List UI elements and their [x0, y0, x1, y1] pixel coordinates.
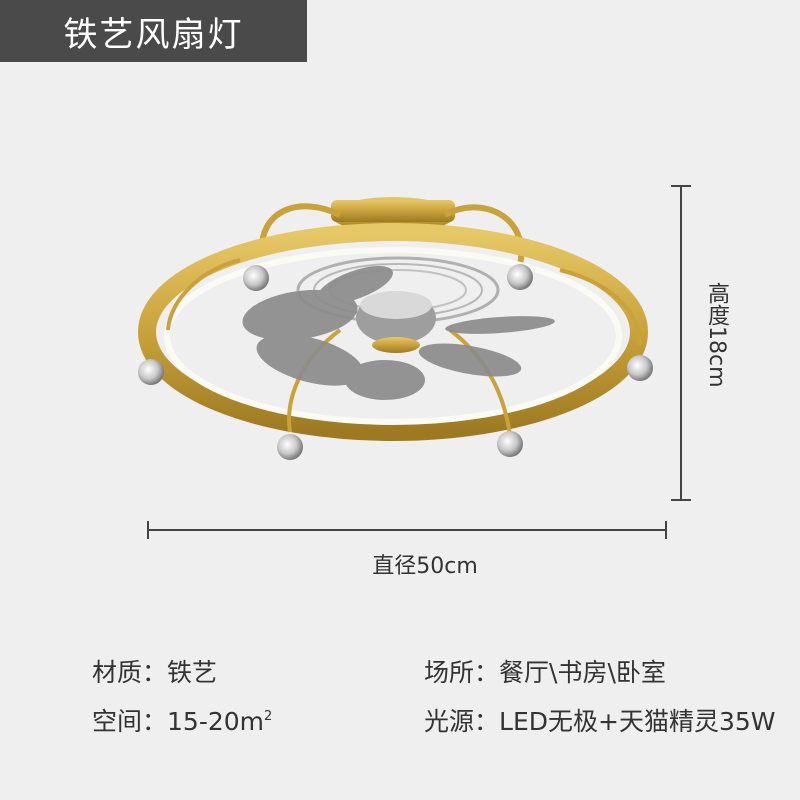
spec-light-label: 光源：	[424, 707, 500, 736]
spec-light-value: LED无极+天猫精灵35W	[499, 707, 776, 736]
fan-blades	[242, 266, 555, 400]
title-banner: 铁艺风扇灯	[0, 0, 307, 62]
spec-material-value: 铁艺	[167, 658, 218, 687]
diameter-dimension-tick-right	[665, 521, 667, 539]
diameter-dimension-line	[148, 529, 666, 531]
spec-place-label: 场所：	[424, 658, 500, 687]
arm-left-side	[166, 258, 241, 331]
spec-space-unit-superscript: 2	[264, 709, 273, 724]
crystal-balls	[138, 264, 653, 460]
height-dimension-line	[680, 186, 682, 500]
height-dimension-label: 高度18cm	[704, 282, 729, 388]
arm-left-bottom	[287, 328, 342, 433]
spec-material-label: 材质：	[92, 658, 168, 687]
spec-space-value: 15-20m	[167, 707, 265, 736]
diameter-dimension-label: 直径50cm	[372, 554, 478, 579]
spec-place: 场所：餐厅\书房\卧室	[424, 653, 666, 689]
spec-place-value: 餐厅\书房\卧室	[499, 658, 666, 687]
canopy-base	[331, 200, 455, 222]
spec-space-label: 空间：	[92, 707, 168, 736]
spec-material: 材质：铁艺	[92, 653, 217, 689]
arm-right-bottom	[448, 328, 512, 436]
arm-right-side	[559, 268, 642, 346]
height-dimension-tick-bottom	[671, 499, 691, 501]
fan-lamp-illustration	[138, 197, 653, 460]
product-title: 铁艺风扇灯	[63, 14, 244, 55]
spec-light-source: 光源：LED无极+天猫精灵35W	[424, 702, 775, 738]
spec-space: 空间：15-20m2	[92, 702, 272, 738]
light-ring-inner	[164, 247, 622, 425]
